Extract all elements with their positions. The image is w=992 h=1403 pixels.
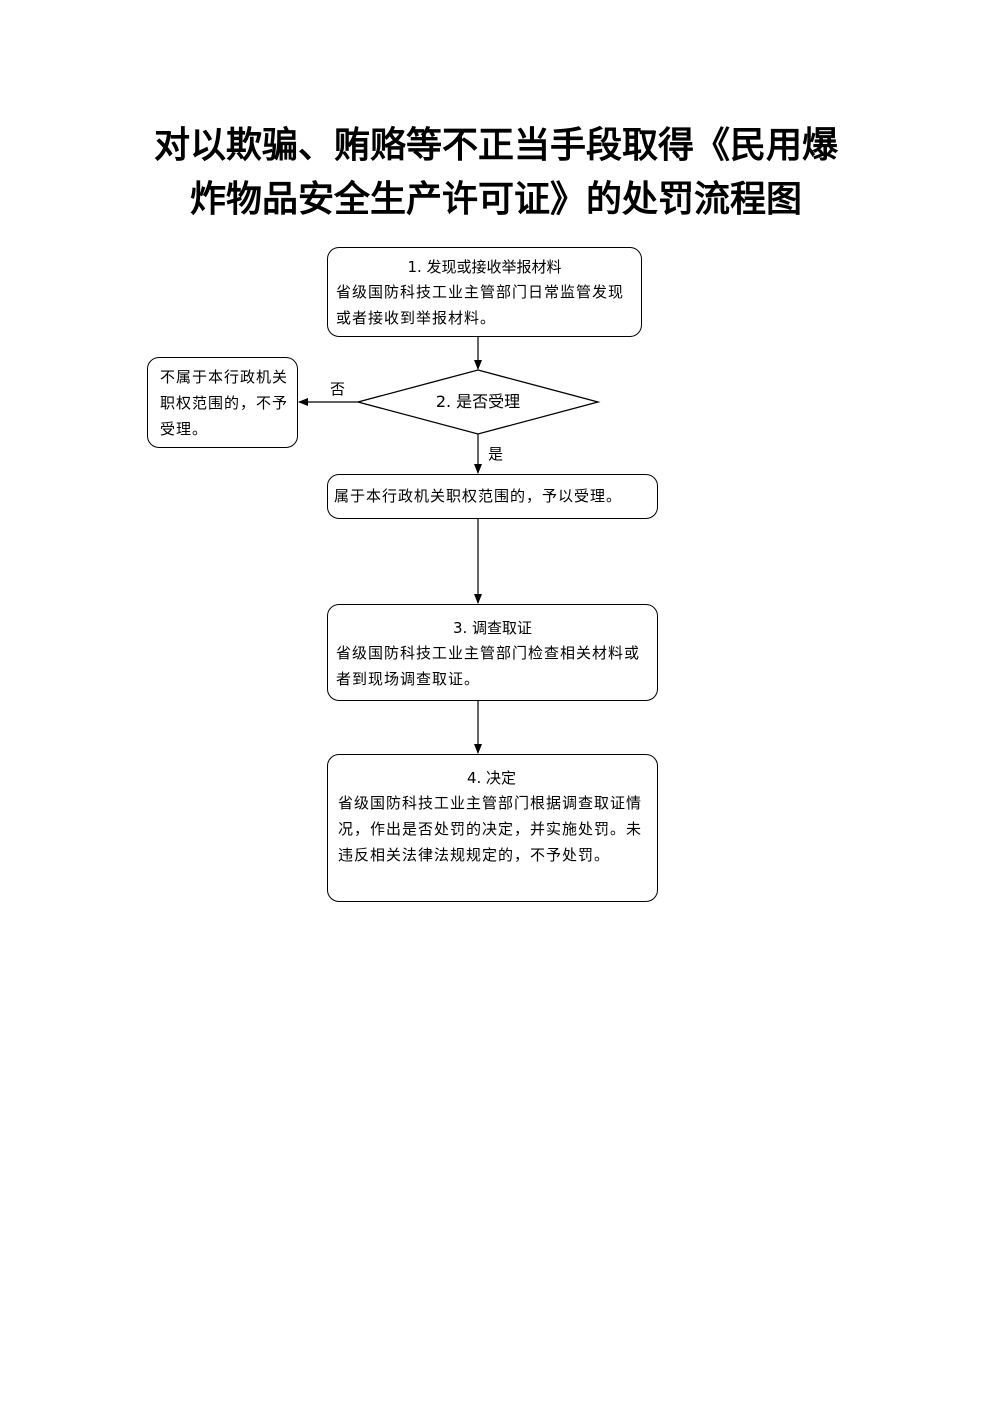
step1-box: 1. 发现或接收举报材料 省级国防科技工业主管部门日常监管发现或者接收到举报材料… (327, 247, 642, 337)
edge-label-yes: 是 (488, 445, 504, 463)
step3-title: 3. 调查取证 (452, 619, 533, 637)
step2-title: 2. 是否受理 (435, 392, 521, 411)
page-title: 对以欺骗、贿赂等不正当手段取得《民用爆 炸物品安全生产许可证》的处罚流程图 (96, 118, 896, 226)
step3-box: 3. 调查取证 省级国防科技工业主管部门检查相关材料或者到现场调查取证。 (327, 604, 658, 701)
reject-body: 不属于本行政机关职权范围的，不予受理。 (160, 368, 289, 438)
title-line-2: 炸物品安全生产许可证》的处罚流程图 (189, 178, 802, 220)
step3-body: 省级国防科技工业主管部门检查相关材料或者到现场调查取证。 (336, 644, 641, 688)
title-line-1: 对以欺骗、贿赂等不正当手段取得《民用爆 (153, 124, 838, 166)
step4-title: 4. 决定 (466, 769, 517, 787)
reject-box: 不属于本行政机关职权范围的，不予受理。 (147, 357, 298, 448)
step4-box: 4. 决定 省级国防科技工业主管部门根据调查取证情况，作出是否处罚的决定，并实施… (327, 754, 658, 902)
step4-body: 省级国防科技工业主管部门根据调查取证情况，作出是否处罚的决定，并实施处罚。未违反… (338, 794, 643, 864)
accept-box: 属于本行政机关职权范围的，予以受理。 (327, 474, 658, 519)
edge-label-no: 否 (330, 380, 346, 398)
step1-body: 省级国防科技工业主管部门日常监管发现或者接收到举报材料。 (336, 283, 625, 327)
accept-body: 属于本行政机关职权范围的，予以受理。 (334, 487, 623, 505)
step1-title: 1. 发现或接收举报材料 (407, 258, 562, 276)
